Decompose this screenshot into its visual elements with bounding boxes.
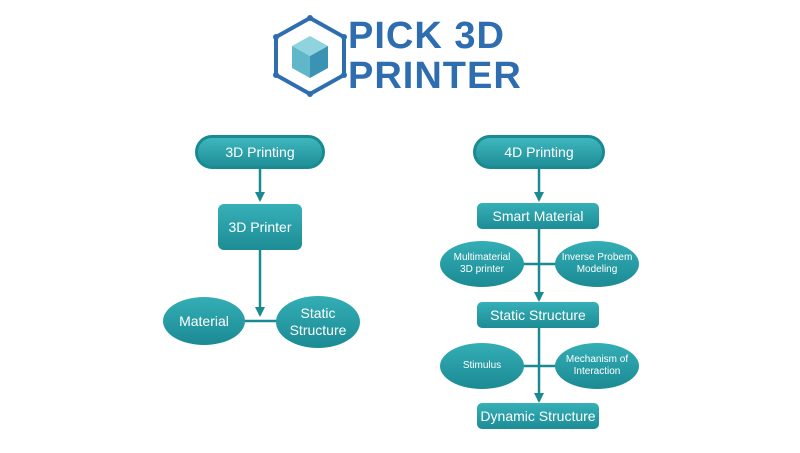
node-multimaterial-printer: Multimaterial 3D printer (440, 241, 524, 287)
node-inverse-line1: Inverse Probem (561, 252, 633, 263)
node-dynamic-structure: Dynamic Structure (477, 403, 599, 429)
node-static-left-line1: Static (300, 305, 336, 321)
node-3d-printer: 3D Printer (218, 204, 302, 250)
logo-line-1: PICK 3D (348, 15, 505, 57)
node-3d-printing-label: 3D Printing (225, 144, 295, 160)
node-3d-printing: 3D Printing (195, 135, 325, 169)
node-mech-line2: Interaction (573, 366, 621, 377)
node-multi-line2: 3D printer (460, 264, 504, 275)
node-static-right-label: Static Structure (490, 307, 586, 323)
node-mech-line1: Mechanism of (565, 354, 629, 365)
logo-line-2: PRINTER (348, 55, 522, 97)
node-inverse-line2: Modeling (576, 264, 618, 275)
node-3d-printer-label: 3D Printer (228, 219, 292, 235)
node-static-left-line2: Structure (289, 322, 347, 338)
node-multi-line1: Multimaterial (453, 252, 511, 263)
node-smart-material: Smart Material (477, 203, 599, 229)
node-static-structure-left: Static Structure (276, 296, 360, 348)
node-4d-printing: 4D Printing (473, 135, 605, 169)
cube-logo-icon (273, 15, 347, 97)
logo-wordmark: PICK 3D PRINTER (348, 16, 522, 96)
node-4d-printing-label: 4D Printing (504, 144, 574, 160)
node-stimulus: Stimulus (440, 343, 524, 389)
node-smart-material-label: Smart Material (492, 208, 584, 224)
node-static-structure-right: Static Structure (477, 302, 599, 328)
node-dynamic-label: Dynamic Structure (480, 408, 596, 424)
node-stimulus-label: Stimulus (462, 360, 502, 371)
node-material-label: Material (179, 312, 229, 329)
node-material: Material (163, 297, 245, 345)
node-mechanism-of-interaction: Mechanism of Interaction (555, 343, 639, 389)
node-inverse-problem-modeling: Inverse Probem Modeling (555, 241, 639, 287)
logo: PICK 3D PRINTER (272, 14, 532, 98)
